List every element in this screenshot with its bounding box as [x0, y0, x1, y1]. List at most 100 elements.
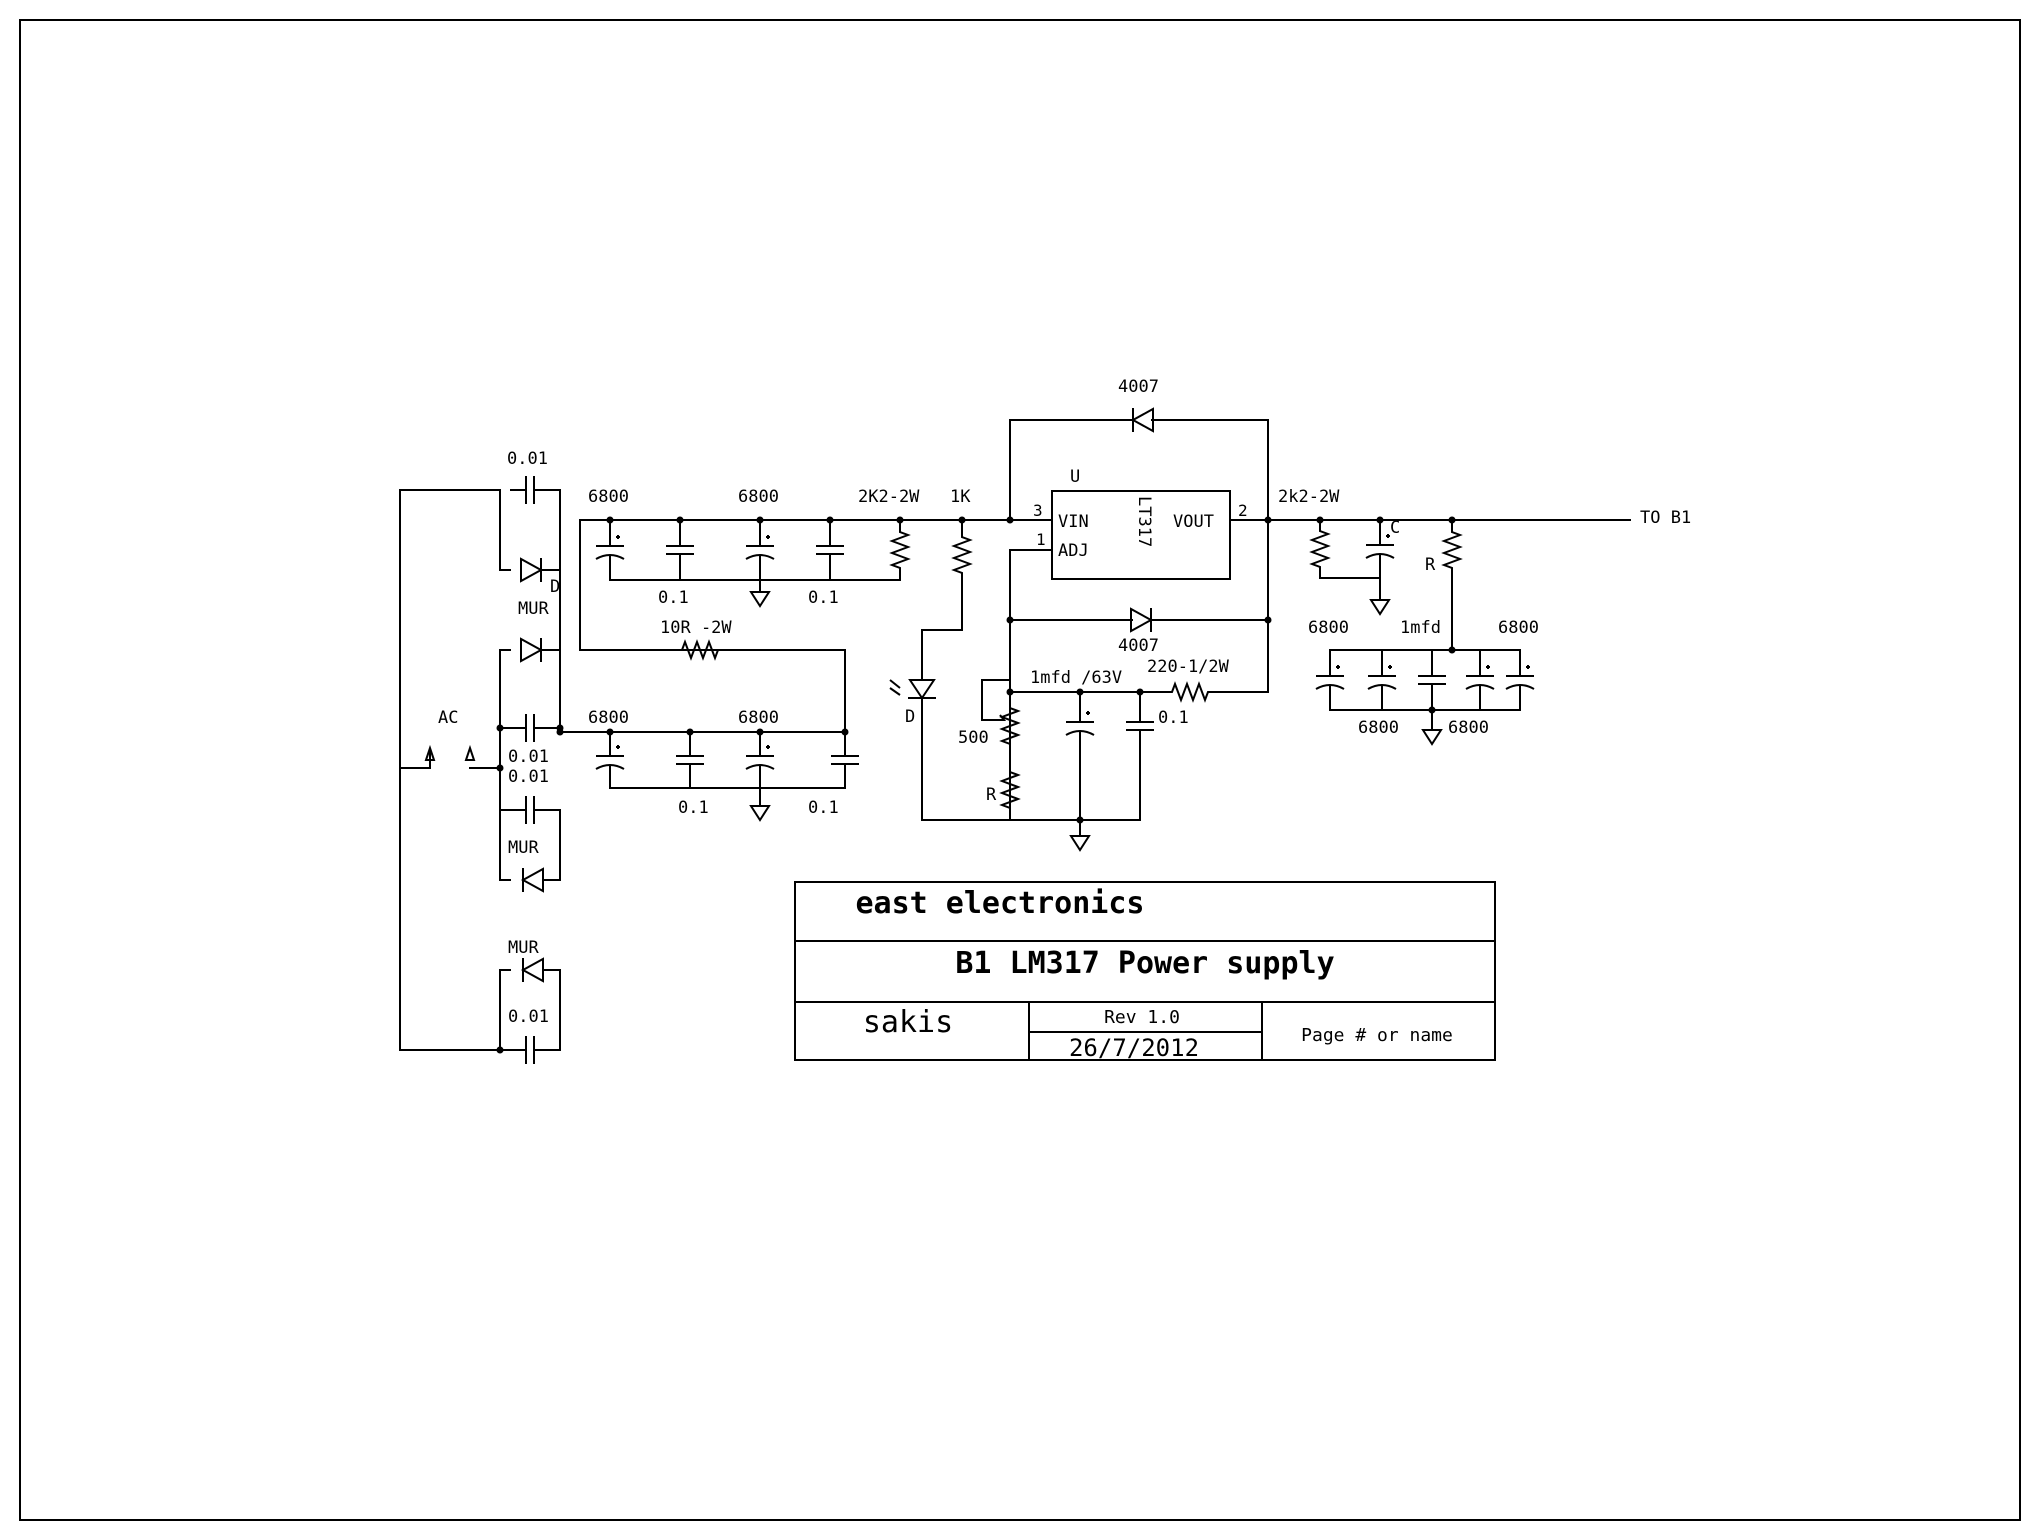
lm317-regulator: [1051, 490, 1231, 580]
junction-dot: [496, 764, 504, 772]
label-r-out: R: [1425, 555, 1436, 575]
junction-dot: [1428, 706, 1436, 714]
label-diode-4007-mid: 4007: [1118, 636, 1159, 656]
wire: [1151, 419, 1269, 621]
led-body: [908, 679, 936, 700]
wire: [1229, 619, 1269, 693]
capacitor: [510, 476, 550, 504]
diode: [1130, 407, 1154, 433]
label-reg-vout: VOUT: [1173, 512, 1214, 532]
ac-terminal: [424, 744, 436, 761]
company-name: east electronics: [856, 886, 1145, 921]
sheet-border: [19, 19, 2021, 1521]
wire: [549, 489, 561, 733]
ground-symbol: [1421, 729, 1443, 746]
label-r-10r: 10R -2W: [660, 618, 732, 638]
resistor: [1150, 681, 1230, 703]
resistor: [660, 639, 740, 661]
label-out-6800-b: 6800: [1498, 618, 1539, 638]
label-mur-2: MUR: [508, 838, 539, 858]
diode: [520, 867, 544, 893]
wire: [499, 767, 511, 881]
capacitor: [510, 1036, 550, 1064]
label-c01-b: 0.1: [808, 588, 839, 608]
junction-dot: [1264, 516, 1272, 524]
electrolytic-capacitor: [745, 732, 775, 788]
junction-dot: [1076, 816, 1084, 824]
wire: [499, 489, 511, 571]
resistor: [999, 760, 1021, 820]
junction-dot: [496, 724, 504, 732]
capacitor: [676, 732, 704, 788]
diode-body: [520, 867, 544, 893]
ground-symbol: [1369, 599, 1391, 616]
schematic-title: B1 LM317 Power supply: [955, 946, 1334, 981]
wire: [1009, 419, 1133, 521]
components: [424, 407, 1535, 1064]
junction-dot: [896, 516, 904, 524]
led-ray: [889, 679, 901, 689]
label-out-6800-c: 6800: [1358, 718, 1399, 738]
wire: [921, 697, 1141, 821]
label-mur-3: MUR: [508, 938, 539, 958]
electrolytic-capacitor: [1315, 650, 1345, 710]
label-cap-c: C: [1390, 518, 1400, 538]
capacitor: [1418, 650, 1446, 710]
capacitor: [816, 520, 844, 580]
electrolytic-capacitor: [1365, 520, 1395, 578]
label-out-6800-a: 6800: [1308, 618, 1349, 638]
label-c01-c: 0.1: [678, 798, 709, 818]
resistor: [951, 520, 973, 590]
wire: [921, 589, 963, 681]
junction-dot: [1264, 616, 1272, 624]
label-diode-d: D: [550, 577, 560, 597]
label-c01-adj: 0.1: [1158, 708, 1189, 728]
ground-symbol: [749, 805, 771, 822]
wire: [981, 679, 1011, 721]
electrolytic-capacitor: [1065, 692, 1095, 760]
label-pin-2: 2: [1238, 501, 1248, 520]
diode: [520, 557, 544, 583]
junction-dot: [496, 1046, 504, 1054]
wire: [549, 809, 561, 881]
resistor: [1441, 520, 1463, 580]
capacitor: [1126, 692, 1154, 760]
label-input-cap-mid2: 0.01: [508, 767, 549, 787]
junction-dot: [556, 728, 564, 736]
diode: [1130, 607, 1154, 633]
capacitor: [831, 732, 859, 788]
component-labels: 0.01 D MUR AC 0.01 0.01 MUR MUR 0.01 680…: [438, 377, 1691, 1027]
wire: [1009, 549, 1053, 821]
label-c6800-c: 6800: [588, 708, 629, 728]
led-ray: [889, 687, 901, 696]
title-block: east electronics B1 LM317 Power supply s…: [794, 881, 1496, 1062]
label-reg-ref: U: [1070, 467, 1080, 487]
junction-dot: [1006, 616, 1014, 624]
wires: [399, 419, 1631, 1051]
wire: [542, 969, 561, 1051]
junction-dot: [1136, 688, 1144, 696]
author-name: sakis: [863, 1005, 953, 1040]
label-r-220: 220-1/2W: [1147, 657, 1230, 677]
label-diode-4007-top: 4007: [1118, 377, 1159, 397]
label-cap-1mfd-63v: 1mfd /63V: [1030, 668, 1122, 688]
junction-dot: [1076, 688, 1084, 696]
resistor: [889, 520, 911, 580]
diode: [520, 957, 544, 983]
label-pin-3: 3: [1033, 501, 1043, 520]
label-pot-500: 500: [958, 728, 989, 748]
label-to-b1: TO B1: [1640, 508, 1691, 528]
capacitor: [510, 796, 550, 824]
label-c01-d: 0.1: [808, 798, 839, 818]
diode-body: [1130, 607, 1154, 633]
electrolytic-capacitor: [595, 732, 625, 788]
wire: [399, 751, 431, 769]
label-input-cap-mid1: 0.01: [508, 747, 549, 767]
label-input-cap-bot: 0.01: [508, 1007, 549, 1027]
electrolytic-capacitor: [745, 520, 775, 580]
label-r-2k2-top: 2K2-2W: [858, 487, 920, 507]
ground-symbol: [1069, 835, 1091, 852]
wire: [399, 489, 501, 1051]
ground-symbol: [749, 591, 771, 608]
